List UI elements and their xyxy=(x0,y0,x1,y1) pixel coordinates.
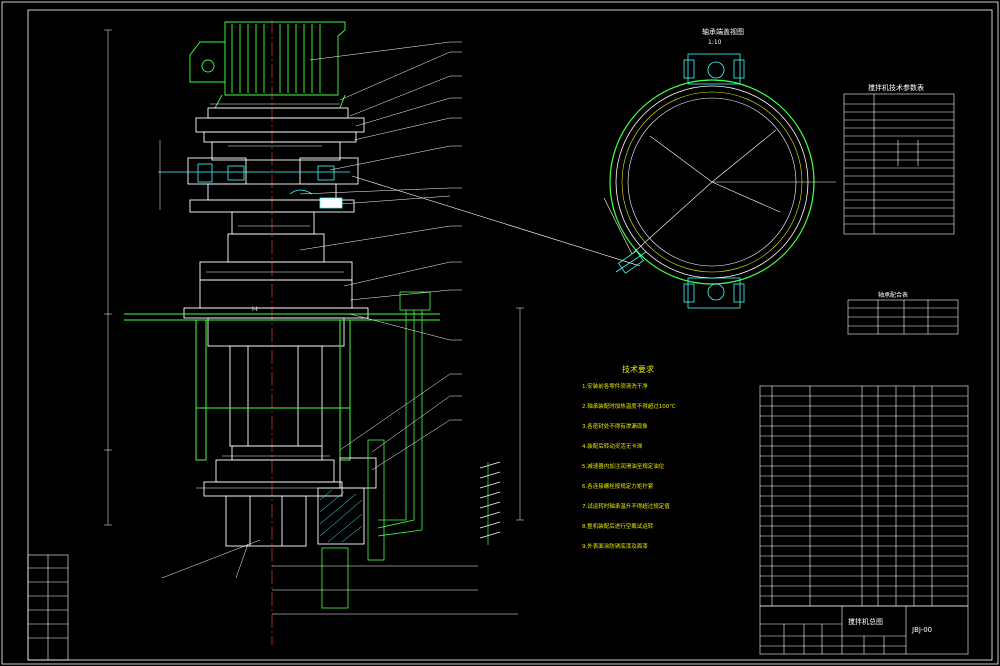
note-6: 6.各连接螺栓按规定力矩拧紧 xyxy=(582,482,654,490)
dimension-lines xyxy=(104,29,524,615)
leader-lines xyxy=(161,41,451,579)
small-table-title: 轴承配合表 xyxy=(878,291,908,299)
bearing-fit-table: 轴承配合表 xyxy=(847,291,959,335)
note-3: 3.各密封处不得有渗漏现象 xyxy=(582,422,648,430)
detail-leader xyxy=(351,175,641,267)
seal-housing xyxy=(317,439,385,609)
main-section-view: I-I xyxy=(104,20,524,645)
label-stubs xyxy=(450,41,462,421)
lower-bearing-housing xyxy=(203,445,343,547)
gearbox-flange xyxy=(187,107,365,235)
note-4: 4.装配后转动灵活无卡滞 xyxy=(582,442,643,450)
parameter-table: 搅拌机技术参数表 xyxy=(843,83,955,235)
detail-circle-view: 轴承端盖视图 1:10 xyxy=(603,27,836,309)
side-bolt xyxy=(615,250,647,274)
note-5: 5.减速器内加注润滑油至规定油位 xyxy=(582,462,665,470)
note-7: 7.试运转时轴承温升不得超过规定值 xyxy=(582,502,670,510)
note-8: 8.整机装配后进行空载试运转 xyxy=(582,522,654,530)
notes-title: 技术要求 xyxy=(622,364,654,374)
section-label: I-I xyxy=(252,306,258,313)
title-block: 搅拌机总图 JBJ-00 xyxy=(759,605,969,655)
ground-section xyxy=(479,461,501,545)
lubrication-pipe xyxy=(377,291,431,537)
note-1: 1.安装前各零件须清洗干净 xyxy=(582,382,648,390)
coupling-bolts xyxy=(158,163,350,209)
note-9: 9.外表面涂防锈底漆及面漆 xyxy=(582,542,648,550)
bottom-clamp xyxy=(683,277,745,309)
note-2: 2.轴承装配时加热温度不得超过100℃ xyxy=(582,402,675,410)
parts-list-table xyxy=(759,385,969,607)
motor-housing xyxy=(189,21,346,109)
top-clamp xyxy=(683,53,745,85)
platform-plate xyxy=(124,313,440,461)
technical-notes: 技术要求 1.安装前各零件须清洗干净 2.轴承装配时加热温度不得超过100℃ 3… xyxy=(582,364,675,550)
left-margin-strip xyxy=(27,554,69,661)
detail-title: 轴承端盖视图 xyxy=(702,27,744,36)
title-block-code: JBJ-00 xyxy=(911,626,932,634)
title-block-name: 搅拌机总图 xyxy=(848,617,883,626)
detail-scale: 1:10 xyxy=(708,39,722,46)
param-table-title: 搅拌机技术参数表 xyxy=(868,83,924,92)
